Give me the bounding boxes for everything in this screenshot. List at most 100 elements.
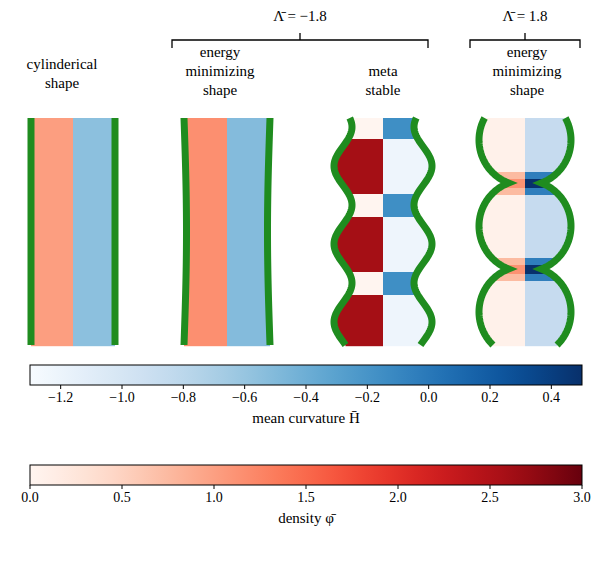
curvature-fill: [227, 195, 268, 196]
density-fill: [186, 247, 227, 248]
curvature-fill: [525, 141, 571, 142]
membrane-outline: [268, 118, 271, 345]
density-fill: [186, 226, 227, 227]
curvature-fill: [73, 322, 115, 323]
curvature-fill: [227, 300, 269, 301]
density-fill: [184, 342, 227, 343]
curvature-fill: [525, 330, 567, 331]
density-fill: [186, 168, 227, 169]
density-fill: [31, 164, 73, 165]
curvature-fill: [73, 229, 115, 230]
density-fill: [479, 308, 525, 309]
density-fill: [31, 276, 73, 277]
density-fill: [483, 245, 525, 246]
curvature-fill: [227, 210, 268, 211]
density-fill: [31, 275, 73, 276]
curvature-fill: [383, 119, 416, 120]
density-fill: [479, 311, 525, 312]
density-fill: [493, 345, 525, 346]
curvature-fill: [73, 149, 115, 150]
curvature-fill: [525, 280, 558, 281]
curvature-fill: [383, 239, 431, 240]
density-fill: [186, 256, 227, 257]
curvature-fill: [73, 287, 115, 288]
density-fill: [186, 245, 227, 246]
density-fill: [486, 165, 525, 166]
curvature-fill: [227, 125, 270, 126]
curvature-fill: [227, 169, 268, 170]
density-fill: [490, 196, 525, 197]
density-fill: [185, 159, 227, 160]
density-fill: [184, 334, 227, 335]
curvature-fill: [383, 243, 432, 244]
density-fill: [31, 194, 73, 195]
curvature-fill: [525, 294, 567, 295]
curvature-fill: [73, 340, 115, 341]
curvature-fill: [73, 261, 115, 262]
density-fill: [345, 300, 383, 301]
curvature-fill: [383, 185, 423, 186]
tick-label: 2.5: [481, 488, 499, 507]
density-fill: [31, 189, 73, 190]
curvature-fill: [227, 323, 269, 324]
density-fill: [31, 252, 73, 253]
density-fill: [186, 272, 227, 273]
curvature-fill: [227, 293, 268, 294]
curvature-fill: [383, 199, 415, 200]
tick-mark: [582, 485, 583, 489]
curvature-fill: [227, 324, 269, 325]
density-fill: [335, 327, 383, 328]
curvature-fill: [227, 311, 269, 312]
membrane-shape: [479, 118, 571, 346]
curvature-fill: [227, 287, 268, 288]
density-fill: [351, 210, 383, 211]
density-fill: [345, 266, 383, 267]
density-fill: [31, 218, 73, 219]
curvature-fill: [525, 240, 569, 241]
curvature-fill: [383, 138, 417, 139]
curvature-fill: [383, 242, 432, 243]
curvature-fill: [383, 334, 428, 335]
density-fill: [352, 286, 383, 287]
density-fill: [31, 133, 73, 134]
curvature-fill: [227, 252, 268, 253]
curvature-fill: [383, 294, 417, 295]
density-fill: [186, 292, 227, 293]
curvature-fill: [227, 304, 269, 305]
density-fill: [186, 184, 227, 185]
density-fill: [184, 336, 227, 337]
density-fill: [483, 158, 525, 159]
curvature-fill: [73, 143, 115, 144]
density-fill: [336, 158, 383, 159]
density-fill: [184, 123, 227, 124]
curvature-fill: [383, 200, 415, 201]
curvature-fill: [383, 208, 414, 209]
density-fill: [31, 296, 73, 297]
density-fill: [340, 151, 383, 152]
curvature-fill: [227, 148, 269, 149]
curvature-fill: [525, 131, 570, 132]
density-fill: [335, 237, 383, 238]
density-fill: [486, 336, 525, 337]
density-fill: [343, 264, 383, 265]
density-fill: [31, 163, 73, 164]
density-fill: [186, 253, 227, 254]
density-fill: [479, 146, 525, 147]
density-fill: [184, 337, 227, 338]
curvature-fill: [73, 205, 115, 206]
curvature-fill: [227, 265, 268, 266]
density-fill: [186, 202, 227, 203]
curvature-fill: [73, 259, 115, 260]
curvature-fill: [227, 243, 268, 244]
curvature-fill: [73, 291, 115, 292]
curvature-fill: [227, 231, 268, 232]
density-fill: [186, 205, 227, 206]
curvature-fill: [525, 127, 569, 128]
curvature-fill: [73, 324, 115, 325]
density-fill: [184, 331, 227, 332]
curvature-fill: [227, 152, 269, 153]
curvature-fill: [525, 289, 565, 290]
curvature-fill: [73, 126, 115, 127]
curvature-fill: [73, 344, 115, 345]
tick-mark: [490, 485, 491, 489]
